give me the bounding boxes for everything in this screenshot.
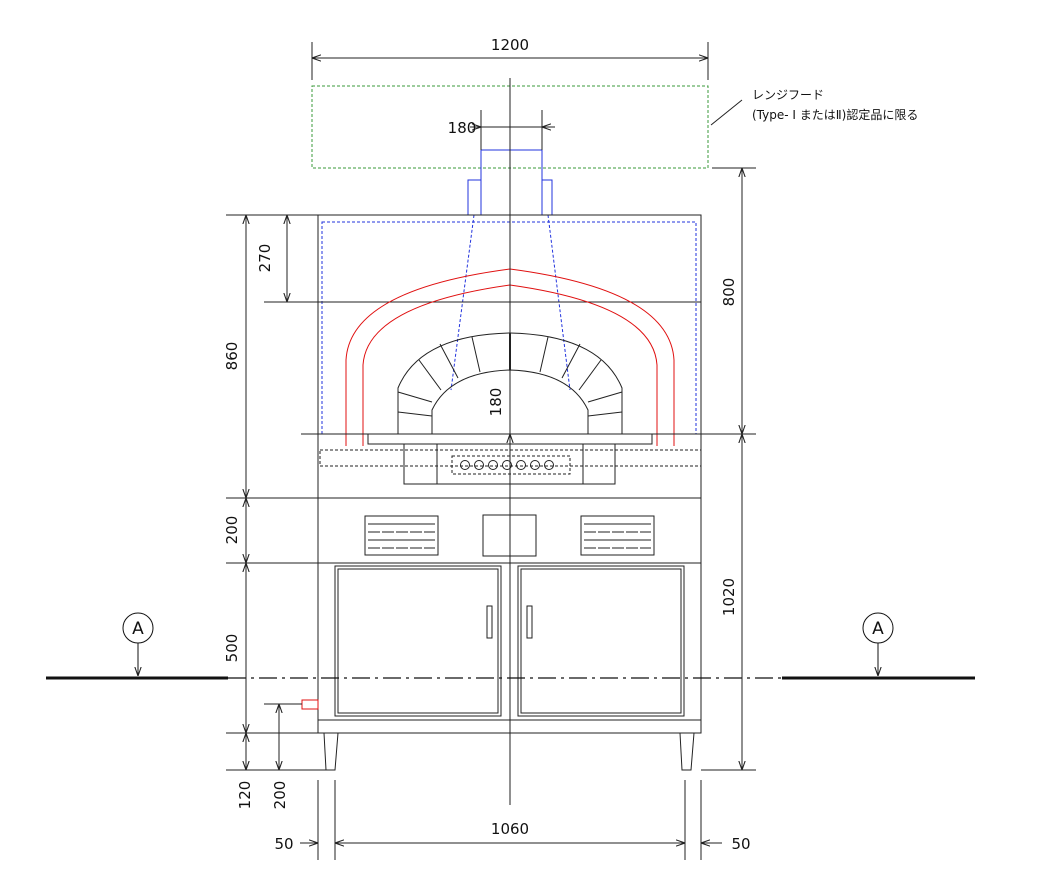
dim-hood-clearance: 800 xyxy=(720,278,738,307)
burner-rail xyxy=(451,455,571,475)
leg-right xyxy=(679,732,695,771)
handle-left xyxy=(486,605,493,639)
dim-leg: 120 xyxy=(236,781,254,810)
dim-control: 200 xyxy=(223,516,241,545)
cabinet-door-left xyxy=(334,565,502,717)
dim-socket: 200 xyxy=(271,781,289,810)
vent-left xyxy=(364,515,439,556)
cabinet-door-right xyxy=(517,565,685,717)
dim-overall: 1020 xyxy=(720,578,738,616)
dim-side-left: 50 xyxy=(274,835,293,853)
dim-cabinet: 500 xyxy=(223,634,241,663)
handle-right xyxy=(526,605,533,639)
range-hood: レンジフード (Type- Ⅰ またはⅡ)認定品に限る xyxy=(311,85,918,169)
dim-body-width: 1060 xyxy=(491,820,529,838)
section-marker-left: A xyxy=(132,619,144,639)
range-hood-note: (Type- Ⅰ またはⅡ)認定品に限る xyxy=(752,107,918,122)
dim-firebox: 180 xyxy=(487,388,505,417)
dim-top-panel: 270 xyxy=(256,244,274,273)
dim-side-right: 50 xyxy=(731,835,750,853)
flue-duct xyxy=(321,149,697,435)
burner-holes xyxy=(460,460,554,470)
hood-leader-line xyxy=(710,99,743,126)
leg-left xyxy=(323,732,339,771)
vent-right xyxy=(580,515,655,556)
section-line: A A xyxy=(46,612,975,680)
dimension-labels: 1200 180 270 860 200 500 120 200 800 102… xyxy=(223,36,751,853)
section-marker-right: A xyxy=(872,619,884,639)
gas-socket xyxy=(301,699,319,710)
dim-upper-total: 860 xyxy=(223,342,241,371)
dim-flue-width: 180 xyxy=(448,119,477,137)
dim-hood-width: 1200 xyxy=(491,36,529,54)
control-panel xyxy=(364,514,655,557)
cabinet xyxy=(301,565,701,771)
range-hood-label: レンジフード xyxy=(752,88,824,102)
dimension-lines xyxy=(226,42,756,860)
